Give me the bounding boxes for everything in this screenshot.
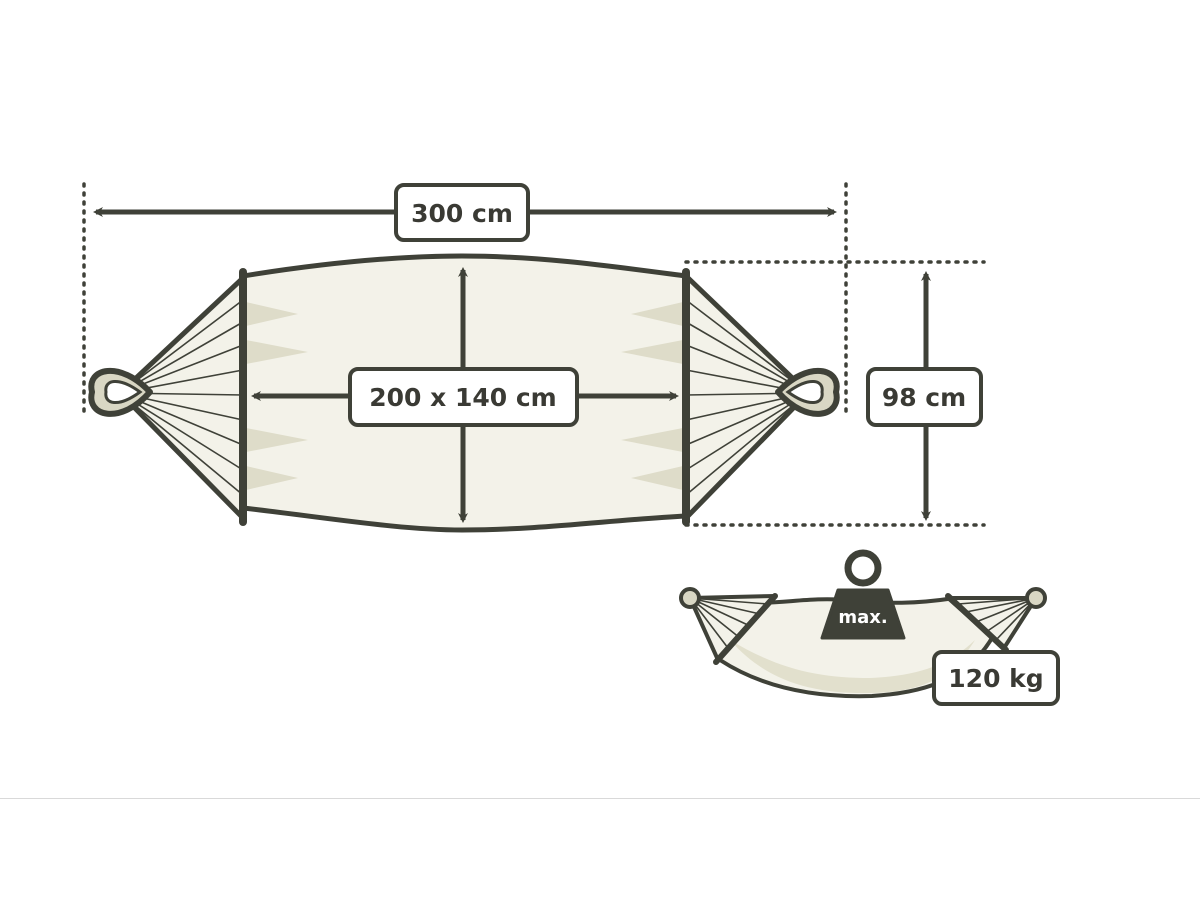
weight-icon: max. bbox=[820, 549, 906, 640]
spreader-width-text: 98 cm bbox=[882, 383, 966, 412]
right-rope-fan bbox=[683, 273, 840, 521]
side-left-ring-icon bbox=[679, 587, 701, 609]
left-rope-fan bbox=[88, 275, 246, 521]
weight-badge-text: max. bbox=[838, 607, 887, 628]
label-total-length: 300 cm bbox=[394, 183, 530, 242]
bed-size-text: 200 x 140 cm bbox=[369, 383, 556, 412]
side-right-ring-icon bbox=[1025, 587, 1047, 609]
label-spreader-width: 98 cm bbox=[866, 367, 983, 427]
bottom-divider bbox=[0, 798, 1200, 799]
label-bed-size: 200 x 140 cm bbox=[348, 367, 579, 427]
fabric-shading bbox=[246, 302, 683, 490]
label-max-load: 120 kg bbox=[932, 650, 1060, 706]
max-load-text: 120 kg bbox=[948, 664, 1043, 693]
dotted-guides bbox=[82, 182, 986, 527]
hammock-side-view: max. 120 kg bbox=[679, 549, 1060, 706]
total-length-text: 300 cm bbox=[411, 199, 513, 228]
